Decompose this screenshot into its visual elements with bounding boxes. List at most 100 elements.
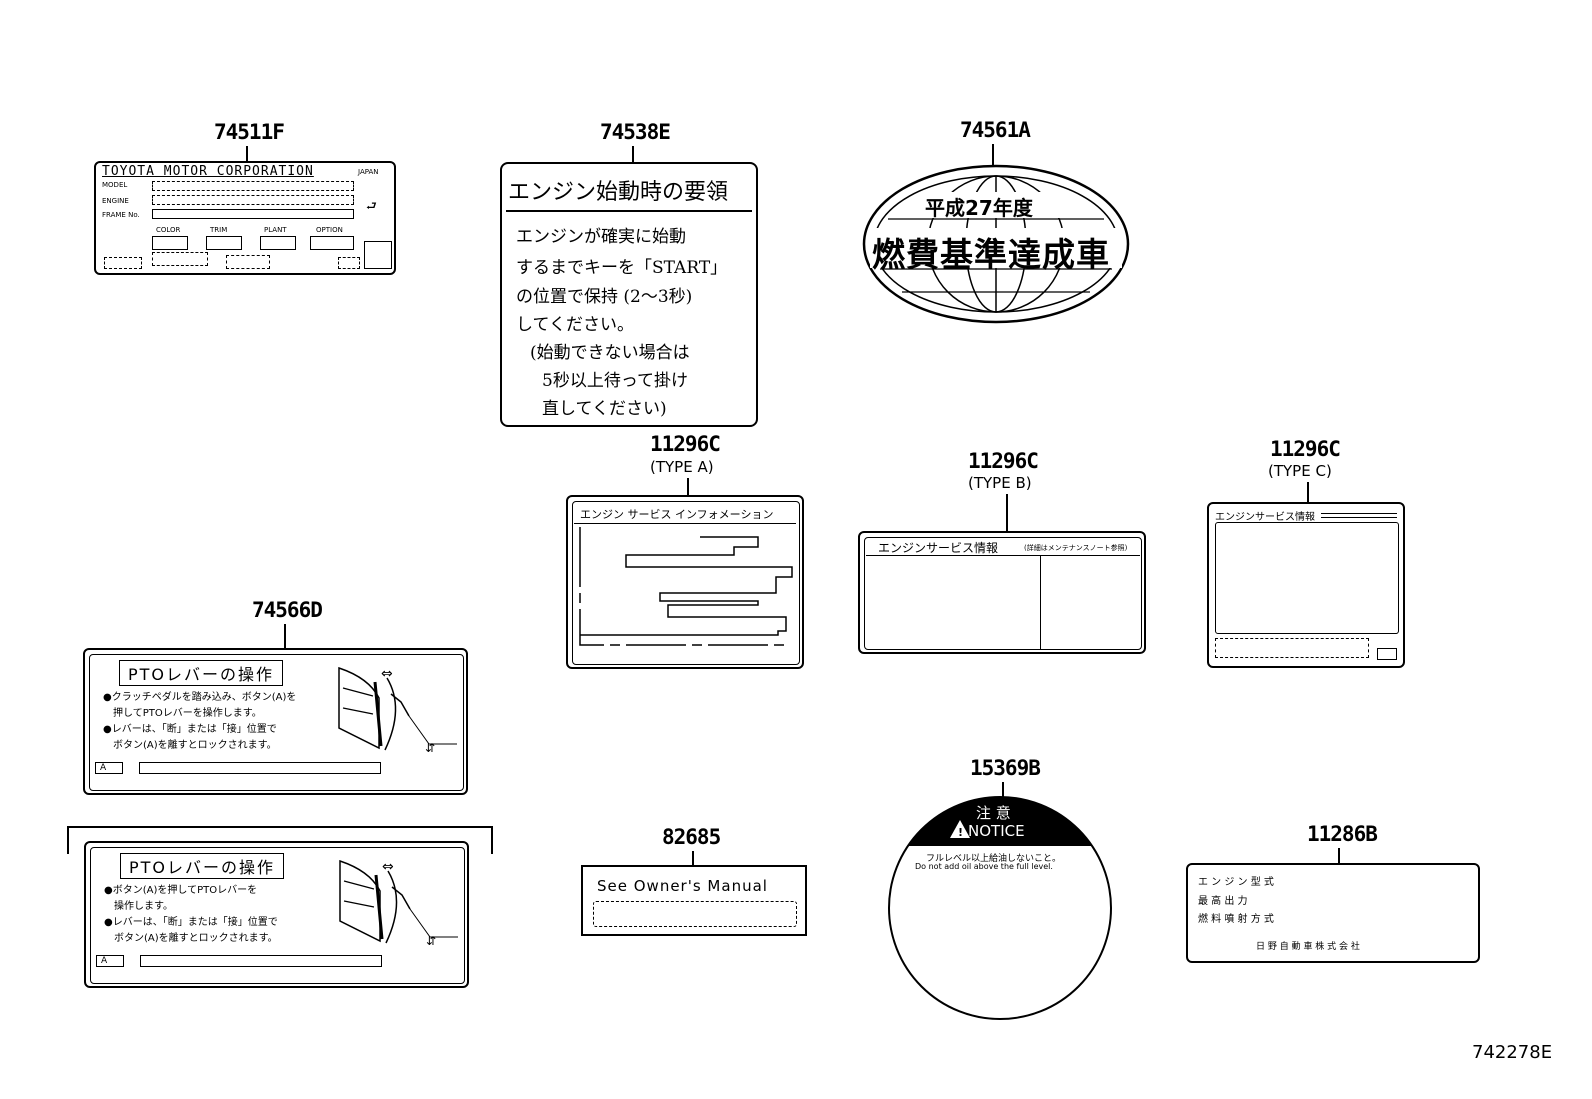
col-label-option: OPTION [316, 226, 343, 234]
instruction-line-6: 5秒以上待って掛け [542, 371, 688, 391]
leader-line [687, 478, 689, 496]
instruction-line-7: 直してください) [542, 399, 667, 419]
bottom-field-4 [338, 257, 360, 269]
spec-line-2: 最 高 出 力 [1198, 896, 1248, 907]
model-field [152, 181, 354, 191]
label-11296C-type-a: エンジン サービス インフォメーション [566, 495, 804, 669]
pto-line-3: ●レバーは、「断」または「接」位置で [104, 917, 278, 928]
svg-text:⇵: ⇵ [426, 934, 436, 948]
spec-line-3: 燃 料 噴 射 方 式 [1198, 914, 1274, 925]
title-underline [506, 210, 752, 212]
part-number-74561A: 74561A [960, 118, 1031, 142]
service-table-outline [579, 527, 793, 646]
part-number-74538E: 74538E [600, 120, 671, 144]
label-11286B: エ ン ジ ン 型 式 最 高 出 力 燃 料 噴 射 方 式 日 野 自 動 … [1186, 863, 1480, 963]
plant-field [260, 236, 296, 250]
label-header: エンジンサービス情報 [1215, 512, 1315, 523]
label-header: エンジンサービス情報 [878, 541, 999, 555]
notice-line-jp: フルレベル以上給油しないこと。 [926, 854, 1062, 864]
trim-field [206, 236, 242, 250]
col-label-plant: PLANT [264, 226, 287, 234]
bottom-field-3 [226, 255, 270, 269]
row-label-frame: FRAME No. [102, 211, 140, 219]
pto-line-1: ●クラッチペダルを踏み込み、ボタン(A)を [103, 692, 297, 703]
arrow-mark-icon: ⮐ [366, 199, 377, 213]
pto-title: PTOレバーの操作 [119, 660, 284, 686]
bottom-field [1215, 638, 1369, 658]
inner-frame [572, 501, 800, 665]
svg-text:⇵: ⇵ [425, 741, 435, 755]
instruction-line-5: (始動できない場合は [530, 343, 690, 363]
col-label-color: COLOR [156, 226, 181, 234]
row-label-model: MODEL [102, 181, 128, 189]
pto-line-4: ボタン(A)を離すとロックされます。 [114, 933, 278, 944]
leader-line [1307, 482, 1309, 503]
corner-box [1377, 648, 1397, 660]
corner-box [364, 241, 392, 269]
color-field [152, 236, 188, 250]
part-number-11286B: 11286B [1307, 822, 1378, 846]
header-divider [866, 555, 1140, 556]
country-text: JAPAN [358, 168, 379, 176]
inner-frame [89, 654, 464, 791]
notice-line-en: Do not add oil above the full level. [915, 862, 1053, 871]
pto-line-2: 押してPTOレバーを操作します。 [113, 708, 262, 719]
header-line-2 [1321, 517, 1397, 518]
type-label-a: (TYPE A) [650, 458, 714, 476]
row-label-engine: ENGINE [102, 197, 129, 205]
notice-circle-label: ! [888, 796, 1112, 1020]
label-header-note: (詳細はメンテナンスノート参照) [1024, 544, 1128, 552]
part-number-11296C-b: 11296C [968, 449, 1039, 473]
globe-emblem-icon [862, 164, 1130, 324]
notice-header-jp: 注 意 [976, 804, 1011, 822]
label-title: エンジン始動時の要領 [508, 180, 729, 205]
svg-text:⇔: ⇔ [381, 666, 393, 682]
pto-line-1: ●ボタン(A)を押してPTOレバーを [104, 885, 258, 896]
option-field [310, 236, 354, 250]
pto-line-3: ●レバーは、「断」または「接」位置で [103, 724, 277, 735]
part-number-15369B: 15369B [970, 756, 1041, 780]
instruction-line-3: の位置で保持 (2〜3秒) [516, 287, 693, 307]
leader-line [246, 146, 248, 162]
caution-mark: A [95, 762, 124, 774]
label-74566D-version-1: PTOレバーの操作 ●クラッチペダルを踏み込み、ボタン(A)を 押してPTOレバ… [83, 648, 468, 795]
caution-mark: A [96, 955, 125, 967]
part-number-11296C-c: 11296C [1270, 437, 1341, 461]
label-74538E: エンジン始動時の要領 エンジンが確実に始動 するまでキーを「START」 の位置… [500, 162, 758, 427]
leader-line [1002, 782, 1004, 798]
engine-field [152, 195, 354, 205]
instruction-line-2: するまでキーを「START」 [516, 258, 728, 278]
leader-line [284, 624, 286, 649]
part-number-74566D: 74566D [252, 598, 323, 622]
label-82685: See Owner's Manual [581, 865, 807, 936]
leader-line [992, 144, 994, 166]
inner-frame [90, 847, 465, 984]
version-bracket [67, 826, 493, 854]
leader-line [692, 851, 694, 866]
instruction-line-1: エンジンが確実に始動 [516, 227, 686, 247]
svg-text:!: ! [958, 826, 963, 839]
header-line-1 [1321, 513, 1397, 514]
frame-field [152, 209, 354, 219]
label-74511F: TOYOTA MOTOR CORPORATION JAPAN MODEL ENG… [94, 161, 396, 275]
bottom-field-1 [104, 257, 142, 269]
emblem-main-text: 燃費基準達成車 [872, 235, 1110, 274]
label-header: エンジン サービス インフォメーション [580, 508, 774, 521]
company-name: TOYOTA MOTOR CORPORATION [102, 164, 314, 179]
pto-lever-illustration-icon: ⇔ ⇵ [339, 859, 458, 948]
manual-field [593, 901, 797, 927]
leader-line [1006, 494, 1008, 532]
emblem-year-text: 平成27年度 [925, 196, 1033, 220]
notice-header-en: NOTICE [968, 822, 1025, 840]
leader-line [1338, 848, 1340, 864]
leader-line [632, 146, 634, 163]
label-74566D-version-2: PTOレバーの操作 ●ボタン(A)を押してPTOレバーを 操作します。 ●レバー… [84, 841, 469, 988]
caution-bar [139, 762, 381, 774]
spec-line-1: エ ン ジ ン 型 式 [1198, 877, 1274, 888]
type-label-b: (TYPE B) [968, 474, 1032, 492]
col-label-trim: TRIM [210, 226, 228, 234]
header-divider [574, 523, 796, 524]
type-label-c: (TYPE C) [1268, 462, 1332, 480]
owners-manual-text: See Owner's Manual [597, 877, 768, 895]
instruction-line-4: してください。 [516, 315, 634, 335]
